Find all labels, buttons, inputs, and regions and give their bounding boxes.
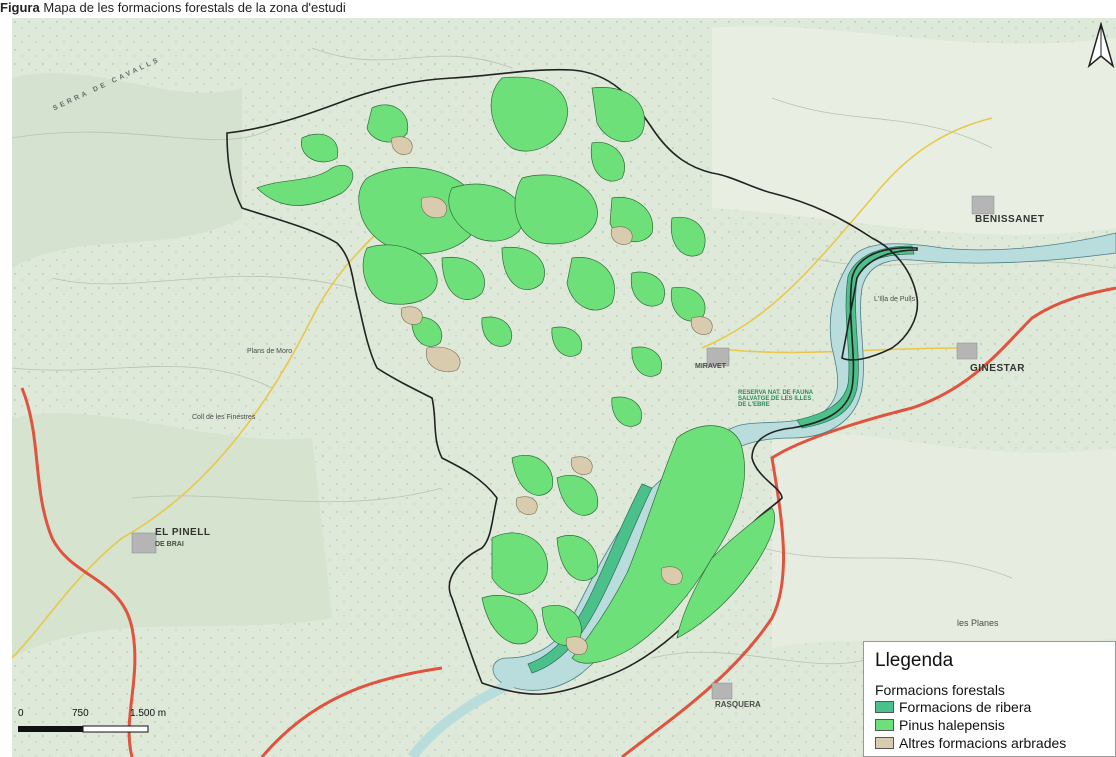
other-wooded-patch bbox=[425, 346, 461, 372]
main-road-west bbox=[20, 387, 137, 757]
other-wooded-patch bbox=[515, 496, 538, 515]
pinus-patch bbox=[631, 346, 662, 377]
pinus-patch bbox=[556, 475, 599, 516]
caption-label: Figura bbox=[0, 0, 40, 15]
pinus-patch bbox=[301, 133, 339, 163]
plain-shading-se bbox=[772, 433, 1116, 648]
pinus-patch bbox=[611, 396, 642, 427]
pinus-patch-large-southeast bbox=[571, 425, 745, 664]
pinus-patch bbox=[566, 257, 615, 311]
caption-text: Mapa de les formacions forestals de la z… bbox=[43, 0, 346, 15]
legend-swatch-pinus bbox=[875, 719, 894, 731]
legend-item-ribera: Formacions de ribera bbox=[875, 698, 1107, 716]
riparian-formation-north bbox=[796, 245, 915, 429]
legend-item-pinus: Pinus halepensis bbox=[875, 716, 1107, 734]
main-road-southwest bbox=[260, 666, 443, 757]
pinus-patch bbox=[362, 244, 438, 305]
pinus-patch bbox=[511, 455, 554, 496]
town-block-benissanet bbox=[971, 195, 995, 215]
map-svg bbox=[12, 18, 1116, 757]
pinus-patch bbox=[556, 535, 599, 581]
scale-bar: 0 750 1.500 m bbox=[18, 708, 228, 748]
figure-caption: Figura Mapa de les formacions forestals … bbox=[0, 0, 1116, 18]
north-arrow-icon bbox=[1087, 22, 1115, 68]
other-wooded-patch bbox=[660, 566, 683, 585]
place-pla-de-moro: Plans de Moro bbox=[247, 348, 293, 355]
scale-tick-2: 1.500 m bbox=[130, 708, 167, 719]
pinus-patch bbox=[591, 87, 645, 142]
town-block-miravet bbox=[706, 347, 730, 367]
plain-shading-ne bbox=[712, 26, 1116, 235]
main-road-east bbox=[621, 286, 1116, 757]
map-canvas[interactable]: BENISSANET GINESTAR EL PINELL DE BRAI RA… bbox=[12, 18, 1116, 757]
place-benissanet: BENISSANET bbox=[975, 214, 1045, 225]
pinus-patch bbox=[256, 165, 354, 206]
legend-label-ribera: Formacions de ribera bbox=[899, 699, 1032, 715]
town-block-el-pinell bbox=[131, 532, 157, 554]
place-illa-de-pulls: L'Illa de Pulls bbox=[874, 296, 916, 303]
place-ginestar: GINESTAR bbox=[970, 363, 1025, 374]
other-wooded-patch bbox=[565, 636, 588, 655]
place-miravet: MIRAVET bbox=[695, 363, 726, 370]
place-les-planes: les Planes bbox=[957, 618, 999, 628]
legend-swatch-altres bbox=[875, 737, 894, 749]
other-wooded-patch bbox=[570, 456, 593, 475]
pinus-patch bbox=[411, 316, 442, 347]
other-wooded-patch bbox=[610, 226, 633, 245]
pinus-patch bbox=[366, 104, 409, 143]
hill-shading-nw bbox=[12, 73, 242, 268]
pinus-patch bbox=[448, 183, 525, 242]
pinus-patch bbox=[501, 246, 545, 290]
pinus-patch bbox=[358, 167, 481, 255]
secondary-roads bbox=[12, 117, 993, 659]
hill-shading-sw bbox=[12, 413, 332, 658]
legend-label-altres: Altres formacions arbrades bbox=[899, 735, 1067, 751]
place-coll-de-les-finestres: Coll de les Finestres bbox=[192, 414, 256, 421]
legend-title: Llegenda bbox=[875, 650, 954, 671]
other-wooded-patch bbox=[421, 196, 448, 219]
town-block-rasquera bbox=[711, 682, 733, 700]
scale-tick-1: 750 bbox=[72, 708, 89, 719]
pinus-patch bbox=[514, 174, 598, 245]
riparian-formation-south bbox=[527, 483, 653, 674]
pinus-patch bbox=[590, 141, 625, 182]
pinus-patch bbox=[670, 216, 706, 257]
pinus-patch bbox=[481, 595, 538, 645]
pinus-patch bbox=[676, 507, 775, 639]
study-area-boundary bbox=[226, 68, 919, 695]
urban-areas bbox=[131, 195, 995, 700]
other-wooded-patch bbox=[391, 136, 413, 155]
town-block-ginestar bbox=[956, 342, 978, 360]
pinus-patch bbox=[441, 256, 485, 300]
place-rasquera: RASQUERA bbox=[715, 700, 761, 709]
pinus-patch bbox=[551, 326, 582, 357]
pinus-patch bbox=[481, 316, 512, 347]
pinus-halepensis-layer bbox=[256, 76, 775, 664]
tracks-layer bbox=[12, 47, 1116, 665]
place-reserva: RESERVA NAT. DE FAUNA SALVATGE DE LES IL… bbox=[738, 390, 813, 408]
map-legend: Llegenda Formacions forestals Formacions… bbox=[863, 641, 1116, 757]
legend-swatch-ribera bbox=[875, 701, 894, 713]
pinus-patch bbox=[490, 76, 568, 152]
other-wooded-patch bbox=[690, 316, 713, 335]
legend-item-altres: Altres formacions arbrades bbox=[875, 734, 1107, 752]
place-el-pinell: EL PINELL bbox=[155, 527, 211, 538]
other-wooded-layer bbox=[391, 136, 713, 655]
scale-bar-graphic bbox=[18, 725, 149, 733]
pinus-patch bbox=[630, 271, 665, 307]
legend-label-pinus: Pinus halepensis bbox=[899, 717, 1005, 733]
other-wooded-patch bbox=[400, 306, 423, 325]
pinus-patch bbox=[491, 532, 548, 595]
place-de-bra: DE BRAI bbox=[155, 541, 184, 548]
legend-group: Formacions forestals bbox=[875, 682, 1005, 698]
scale-tick-0: 0 bbox=[18, 708, 24, 719]
